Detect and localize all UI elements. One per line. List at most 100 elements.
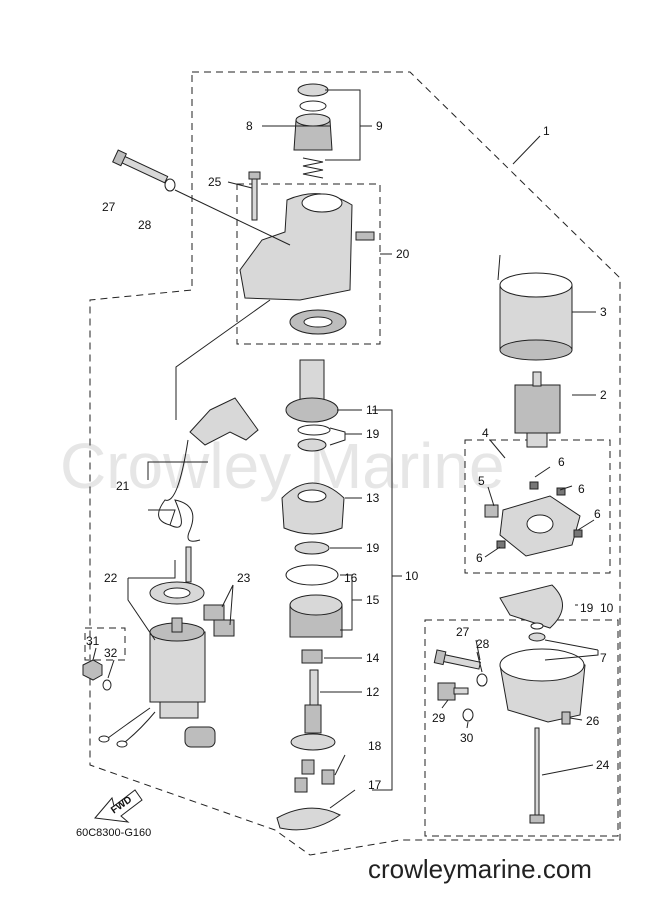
callout-32: 32 (104, 646, 118, 660)
part-housing-bore (301, 193, 343, 213)
part-cover-bracket (184, 726, 216, 748)
outline-housing-20 (236, 183, 381, 345)
part-spring (302, 157, 324, 179)
callout-28b: 28 (476, 637, 490, 651)
callout-7: 7 (600, 651, 607, 665)
part-drive-flange-11 (285, 397, 339, 423)
callout-24: 24 (596, 758, 610, 772)
callout-26: 26 (586, 714, 600, 728)
diagram-code: 60C8300-G160 (76, 827, 151, 839)
site-footer[interactable]: crowleymarine.com (368, 854, 592, 884)
outline-rear-cover-set (424, 619, 619, 837)
part-armature-shaft (532, 371, 542, 387)
part-motor-leads (107, 707, 156, 743)
fwd-arrow-icon (94, 789, 143, 823)
part-commutator (526, 432, 548, 448)
part-ring-gear-15-top (289, 594, 343, 616)
callout-6c: 6 (594, 507, 601, 521)
callout-12: 12 (366, 685, 380, 699)
callout-19c: 19 (580, 601, 594, 615)
callout-27b: 27 (456, 625, 470, 639)
part-lead-terminal-a (98, 735, 110, 743)
callout-9: 9 (376, 119, 383, 133)
callout-1: 1 (543, 124, 550, 138)
callout-29: 29 (432, 711, 446, 725)
callout-4: 4 (482, 426, 489, 440)
callout-25: 25 (208, 175, 222, 189)
callout-6d: 6 (476, 551, 483, 565)
part-plate-17 (276, 807, 341, 831)
callout-30: 30 (460, 731, 474, 745)
callout-10b: 10 (600, 601, 614, 615)
part-pinion-top (295, 113, 331, 127)
part-washer-19-lower (294, 541, 330, 555)
part-motor-22-base (159, 701, 199, 719)
part-housing-20 (239, 193, 353, 301)
callout-21: 21 (116, 479, 130, 493)
part-bolt-25 (251, 177, 258, 221)
part-clip (299, 100, 327, 112)
part-ring-small (530, 622, 544, 630)
part-brush-holder-center (526, 514, 554, 534)
callout-13: 13 (366, 491, 380, 505)
part-lead-terminal-b (116, 740, 128, 748)
callout-3: 3 (600, 305, 607, 319)
part-washer-32 (102, 679, 112, 691)
part-planet-gear-b (294, 777, 308, 793)
part-rear-cover-rim (499, 648, 585, 682)
part-brush-23a (203, 604, 225, 621)
callout-27a: 27 (102, 200, 116, 214)
fwd-arrow: FWD (94, 789, 143, 823)
part-brush-6d (496, 540, 506, 549)
part-through-bolt-24 (534, 727, 540, 817)
part-bearing-bore (303, 316, 333, 328)
part-brush-23b (213, 619, 235, 637)
part-shaft-flange-12 (290, 733, 336, 751)
callout-10a: 10 (405, 569, 419, 583)
part-clip-19 (297, 424, 331, 436)
callout-8: 8 (246, 119, 253, 133)
callout-18: 18 (368, 739, 382, 753)
callout-6a: 6 (558, 455, 565, 469)
part-motor-screw (185, 546, 192, 583)
part-washer-28-bottom (476, 673, 488, 687)
callout-14: 14 (366, 651, 380, 665)
part-nut-31 (82, 659, 103, 681)
part-motor-22 (149, 631, 206, 703)
part-gasket-16 (285, 564, 339, 586)
part-housing-pin (355, 231, 375, 241)
part-brush-5 (484, 504, 499, 518)
part-motor-22-terminal (171, 617, 183, 633)
callout-31: 31 (86, 634, 100, 648)
part-brush-6b (556, 487, 566, 496)
part-stopper-ring (297, 83, 329, 97)
callout-28a: 28 (138, 218, 152, 232)
part-drive-shaft-11 (299, 359, 325, 401)
part-bolt-27-top (112, 149, 169, 184)
callout-23: 23 (237, 571, 251, 585)
callout-19b: 19 (366, 541, 380, 555)
part-planet-gear-a (301, 759, 315, 775)
callout-15: 15 (366, 593, 380, 607)
part-bolt-27-bottom (433, 649, 481, 670)
callout-20: 20 (396, 247, 410, 261)
callout-22: 22 (104, 571, 118, 585)
callout-6b: 6 (578, 482, 585, 496)
part-brush-6a (529, 481, 539, 490)
callout-19a: 19 (366, 427, 380, 441)
part-washer-19 (297, 438, 327, 452)
callout-labels: 1 2 3 4 5 6 6 6 6 7 8 9 10 10 11 12 13 1… (86, 119, 614, 792)
part-armature-2 (514, 384, 561, 434)
callout-17: 17 (368, 778, 382, 792)
callout-2: 2 (600, 388, 607, 402)
part-shaft-gear-12 (304, 704, 322, 734)
watermark: Crowley Marine (60, 430, 505, 502)
leader-lines (92, 89, 599, 809)
part-screw-26 (561, 711, 571, 725)
part-washer-30 (462, 708, 474, 722)
part-yoke-3-bottom (499, 339, 573, 361)
part-spring-21 (158, 439, 201, 542)
part-bolt-29 (437, 682, 456, 701)
part-planet-carrier-13 (281, 482, 345, 535)
